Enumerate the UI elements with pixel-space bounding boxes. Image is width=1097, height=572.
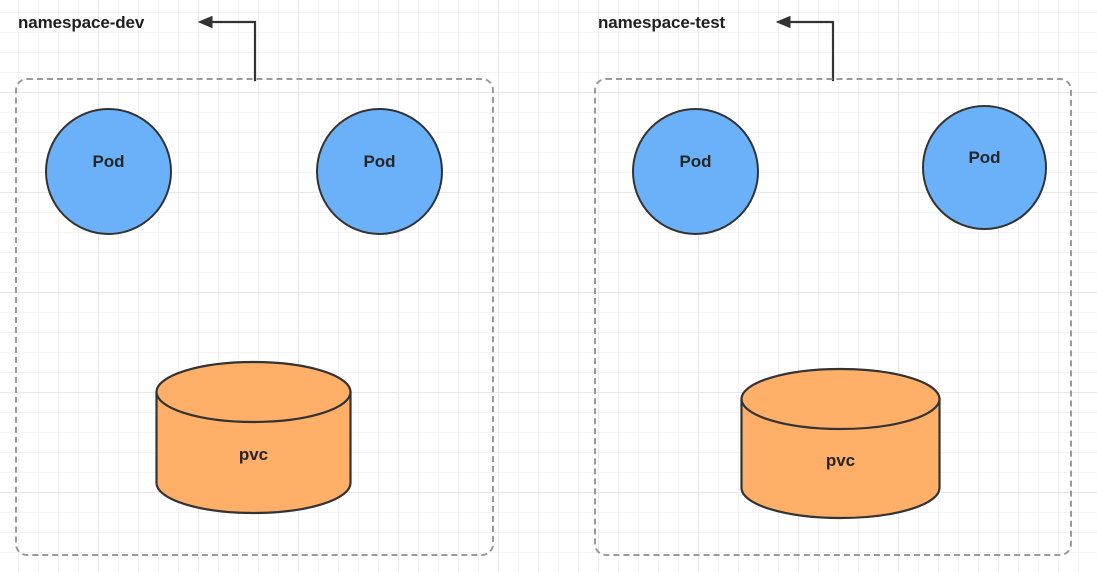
pod-dev-2[interactable]: Pod	[316, 108, 443, 235]
namespace-dev-connector	[197, 15, 257, 82]
pod-dev-1[interactable]: Pod	[45, 108, 172, 235]
namespace-dev-container[interactable]	[15, 78, 494, 556]
namespace-test-connector	[775, 15, 835, 82]
namespace-dev-label: namespace-dev	[18, 13, 145, 32]
pvc-test[interactable]: pvc	[740, 367, 941, 520]
pvc-test-cylinder-shape	[740, 367, 941, 520]
namespace-test-label: namespace-test	[598, 13, 726, 32]
pod-test-2[interactable]: Pod	[922, 105, 1047, 230]
pod-dev-1-label: Pod	[92, 151, 125, 171]
pvc-dev[interactable]: pvc	[155, 360, 352, 515]
namespace-test-container[interactable]	[594, 78, 1072, 556]
pvc-dev-cylinder-shape	[155, 360, 352, 515]
pod-test-2-label: Pod	[968, 147, 1001, 167]
pod-test-1-label: Pod	[679, 151, 712, 171]
pod-dev-2-label: Pod	[363, 151, 396, 171]
pod-test-1[interactable]: Pod	[632, 108, 759, 235]
